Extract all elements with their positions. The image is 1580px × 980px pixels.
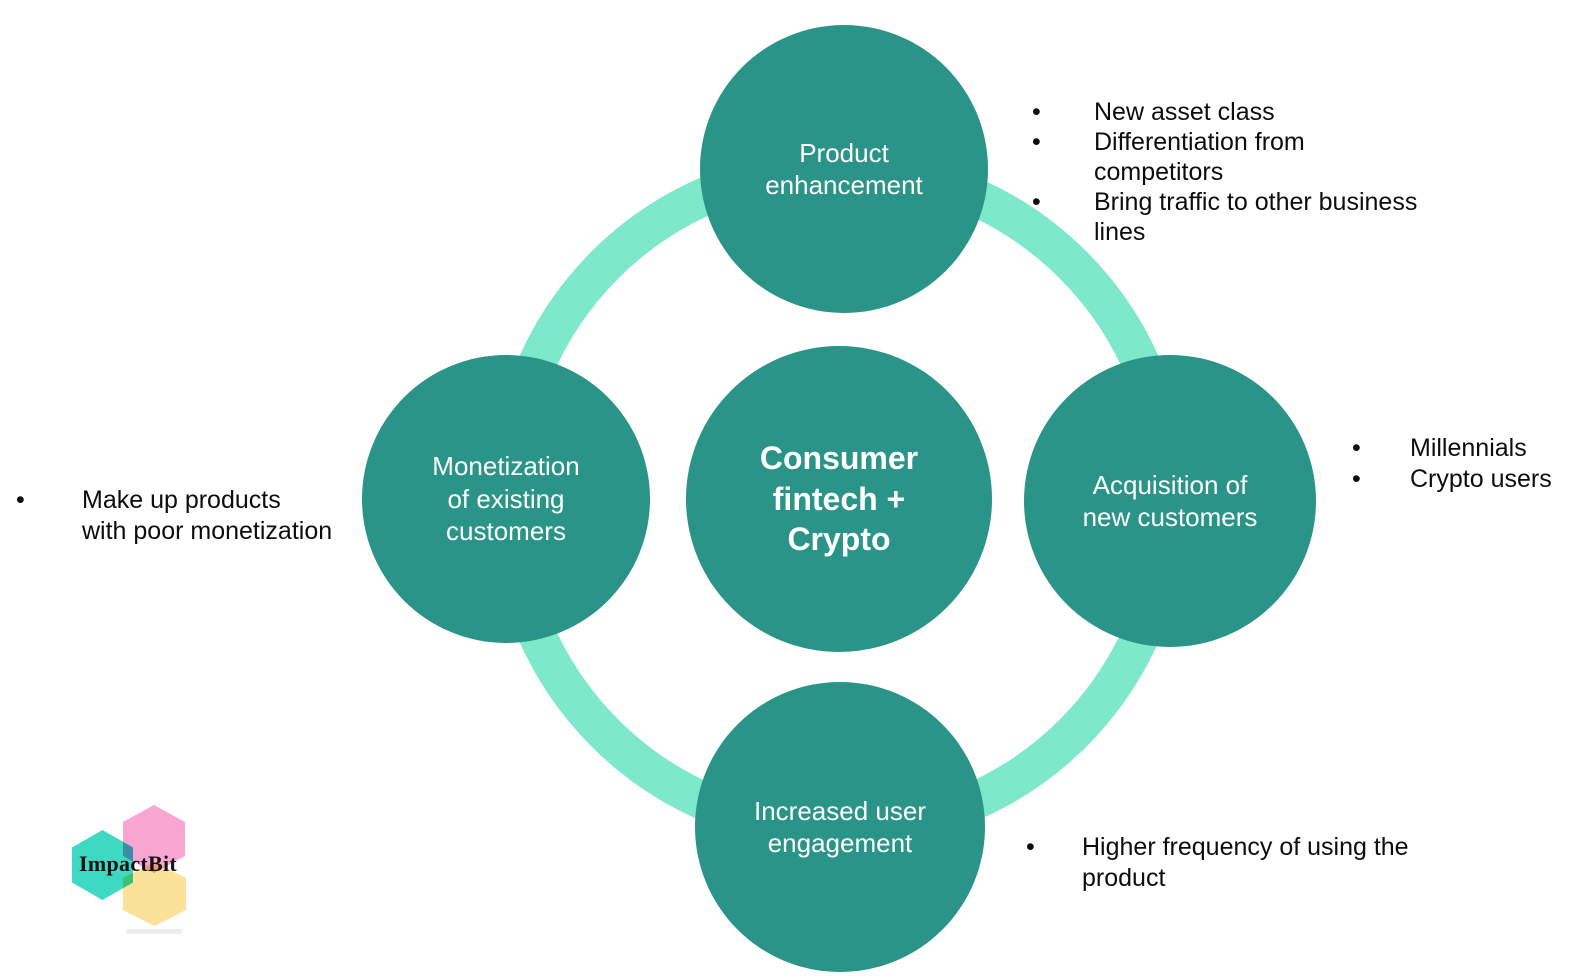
node-acquisition-new-customers: Acquisition of new customers: [1024, 355, 1316, 647]
logo-hexagon-teal-icon: [72, 830, 133, 900]
bullet-list-engagement: Higher frequency of using the product: [1026, 832, 1486, 894]
logo-wordmark: ImpactBit: [79, 851, 178, 876]
list-item: Differentiation from competitors: [1032, 127, 1502, 187]
list-item: Bring traffic to other business lines: [1032, 187, 1502, 247]
list-item: Millennials: [1352, 433, 1580, 464]
node-monetization-label: Monetization of existing customers: [432, 451, 580, 547]
bullet-list-monetization: Make up products with poor monetization: [16, 485, 366, 547]
logo-artifact: [126, 929, 182, 934]
node-product-enhancement-label: Product enhancement: [765, 137, 923, 201]
node-monetization-existing-customers: Monetization of existing customers: [362, 355, 650, 643]
node-center-consumer-fintech-crypto: Consumer fintech + Crypto: [686, 346, 992, 652]
bullet-list-product-enhancement: New asset class Differentiation from com…: [1032, 97, 1502, 247]
bullet-list-acquisition: Millennials Crypto users: [1352, 433, 1580, 495]
list-item: New asset class: [1032, 97, 1502, 127]
list-item: Make up products with poor monetization: [16, 485, 366, 547]
list-item: Higher frequency of using the product: [1026, 832, 1486, 894]
node-acquisition-label: Acquisition of new customers: [1082, 469, 1258, 533]
node-increased-user-engagement: Increased user engagement: [695, 682, 985, 972]
node-engagement-label: Increased user engagement: [754, 795, 926, 859]
list-item: Crypto users: [1352, 464, 1580, 495]
impactbit-logo: ImpactBit: [60, 795, 210, 945]
logo-hexagon-yellow-icon: [123, 862, 186, 926]
node-center-label: Consumer fintech + Crypto: [759, 439, 919, 558]
node-product-enhancement: Product enhancement: [700, 25, 988, 313]
